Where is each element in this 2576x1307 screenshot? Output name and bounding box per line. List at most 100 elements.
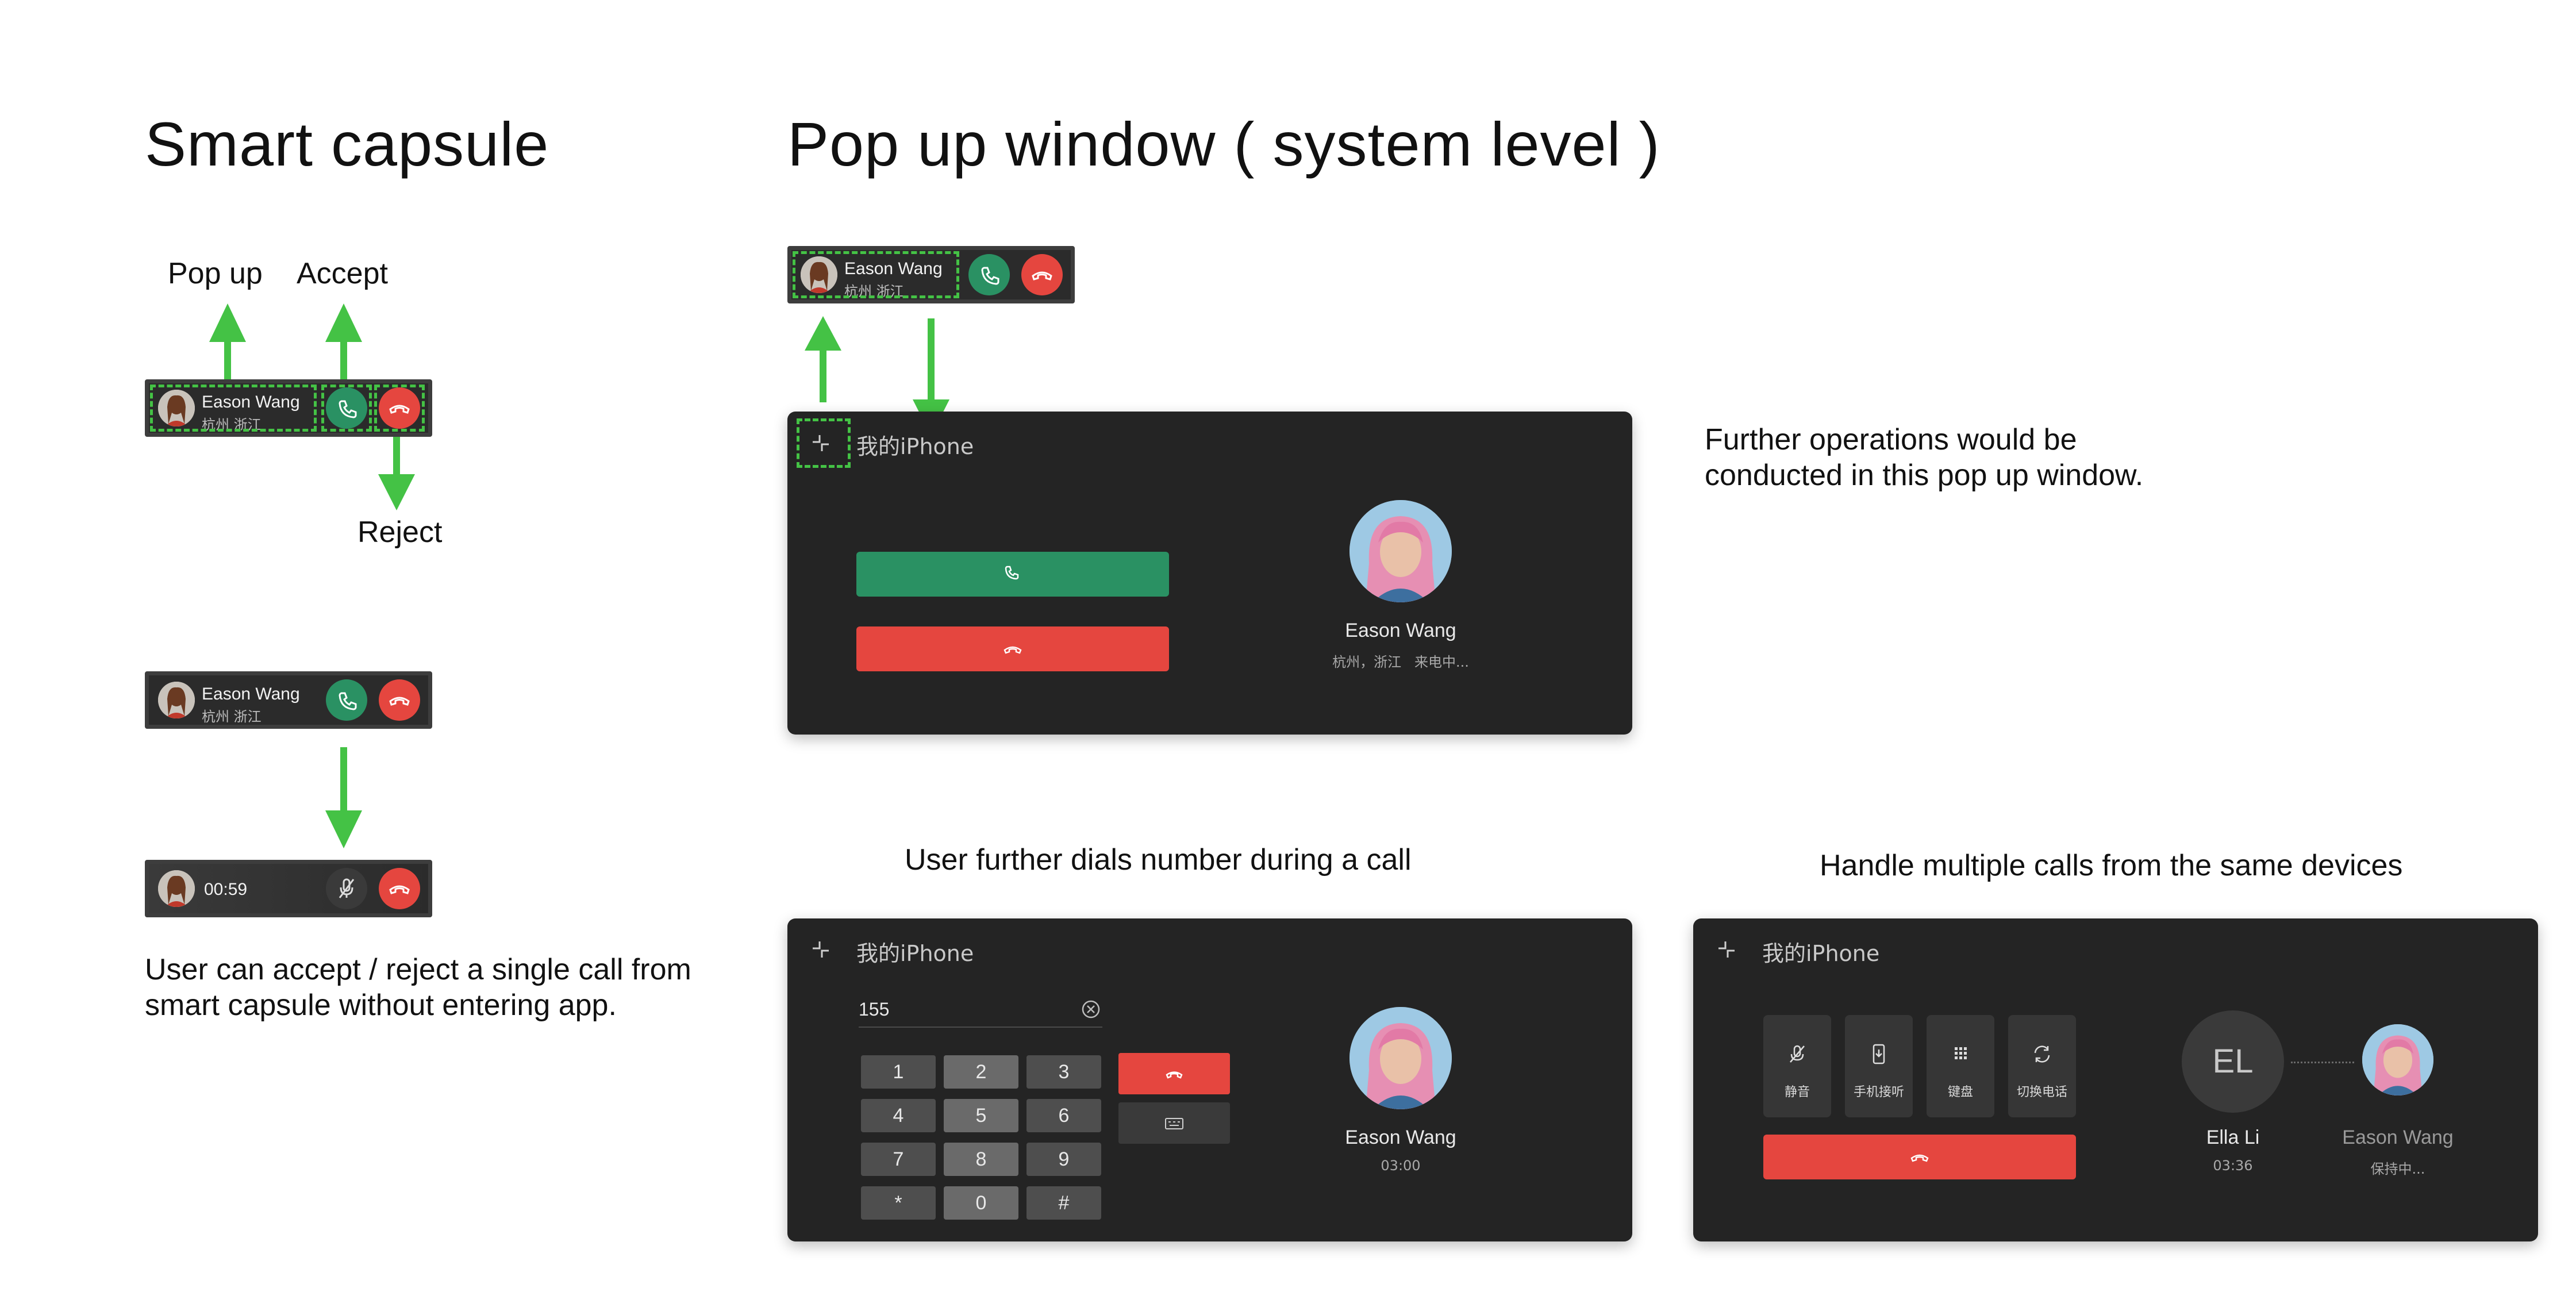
keyboard-toggle-button[interactable] <box>1118 1102 1230 1144</box>
held-caller-avatar <box>2362 1024 2433 1095</box>
dial-key[interactable]: * <box>861 1186 936 1220</box>
hang-up-icon <box>1166 1071 1183 1079</box>
accept-call-button[interactable] <box>968 254 1010 295</box>
smart-capsule-heading: Smart capsule <box>145 109 549 179</box>
dial-key[interactable]: 5 <box>944 1099 1018 1132</box>
keypad-tool-label: 键盘 <box>1947 1085 1973 1100</box>
dials-caption: User further dials number during a call <box>905 843 1412 877</box>
reject-call-button[interactable] <box>1021 254 1063 295</box>
caller-avatar <box>158 870 195 907</box>
caller-location: 杭州，浙江 <box>1332 654 1402 670</box>
answer-on-phone-label: 手机接听 <box>1853 1085 1904 1100</box>
accept-call-bar[interactable] <box>856 552 1169 597</box>
caller-avatar <box>801 256 837 293</box>
caller-name: Eason Wang <box>202 393 300 412</box>
caller-location: 杭州 浙江 <box>202 709 262 725</box>
smart-capsule-incoming-annotated[interactable]: Eason Wang 杭州 浙江 <box>145 379 432 437</box>
window-title: 我的iPhone <box>1762 941 1880 966</box>
reject-call-button[interactable] <box>379 387 420 429</box>
popup-window-incoming[interactable]: 我的iPhone Eason Wang 杭州，浙江 来电中... <box>787 412 1632 735</box>
pop-up-label: Pop up <box>168 257 263 290</box>
minimize-icon[interactable] <box>809 432 832 455</box>
popup-window-dialer[interactable]: 我的iPhone 155 1 2 3 4 5 6 7 8 9 * 0 # Eas… <box>787 918 1632 1241</box>
caller-avatar <box>158 682 195 718</box>
dial-key[interactable]: 8 <box>944 1143 1018 1176</box>
hang-up-icon <box>389 885 410 894</box>
caller-name: Eason Wang <box>202 685 300 704</box>
switch-call-tool[interactable]: 切换电话 <box>2008 1015 2076 1117</box>
popup-hotspot-outline <box>793 251 959 298</box>
annotation-arrows-capsule <box>209 303 415 848</box>
smart-capsule-in-call[interactable]: 00:59 <box>145 860 432 917</box>
popup-hotspot-outline <box>150 385 317 432</box>
active-caller-avatar: EL <box>2182 1010 2284 1113</box>
dial-key[interactable]: 1 <box>861 1055 936 1089</box>
reject-call-button[interactable] <box>379 679 420 721</box>
dial-key[interactable]: 0 <box>944 1186 1018 1220</box>
hang-up-icon <box>1032 271 1052 280</box>
multi-caption: Handle multiple calls from the same devi… <box>1820 849 2403 882</box>
caller-location-status: 杭州，浙江 来电中... <box>1305 651 1497 671</box>
minimize-icon[interactable] <box>1715 938 1738 961</box>
call-status: 来电中... <box>1414 654 1469 670</box>
dial-key[interactable]: 4 <box>861 1099 936 1132</box>
minimize-hotspot-outline <box>797 418 851 468</box>
popup-window-multi-call[interactable]: 我的iPhone 静音 手机接听 键盘 切换电话 EL Ella Li 03:3… <box>1693 918 2538 1241</box>
dial-key[interactable]: 9 <box>1026 1143 1101 1176</box>
accept-call-button[interactable] <box>326 387 367 429</box>
hang-up-bar[interactable] <box>1118 1053 1230 1094</box>
window-title: 我的iPhone <box>856 434 974 459</box>
hang-up-icon <box>389 405 410 414</box>
mute-tool-label: 静音 <box>1784 1085 1810 1100</box>
phone-icon <box>339 692 357 710</box>
further-ops-line1: Further operations would be <box>1705 423 2077 456</box>
window-title: 我的iPhone <box>856 941 974 966</box>
caller-name: Eason Wang <box>1345 1127 1456 1148</box>
reject-hotspot-outline <box>374 385 425 432</box>
hang-up-bar[interactable] <box>1763 1135 2076 1179</box>
keypad-icon <box>1955 1047 1967 1059</box>
further-ops-line2: conducted in this pop up window. <box>1705 459 2144 492</box>
accept-call-button[interactable] <box>326 679 367 721</box>
clear-input-icon[interactable] <box>1079 998 1102 1021</box>
dial-key[interactable]: 2 <box>944 1055 1018 1089</box>
caller-name: Eason Wang <box>844 259 943 278</box>
dial-key[interactable]: 6 <box>1026 1099 1101 1132</box>
smart-capsule-incoming[interactable]: Eason Wang 杭州 浙江 <box>145 671 432 729</box>
further-ops-note: Further operations would be conducted in… <box>1705 422 2143 493</box>
hang-up-icon <box>1910 1154 1929 1162</box>
mic-off-icon <box>1790 1045 1805 1063</box>
phone-icon <box>981 267 999 285</box>
caller-avatar-large <box>1349 1007 1452 1109</box>
active-call-duration: 03:36 <box>2213 1158 2253 1174</box>
answer-on-phone-tool[interactable]: 手机接听 <box>1845 1015 1913 1117</box>
dial-key[interactable]: # <box>1026 1186 1101 1220</box>
keyboard-icon <box>1165 1118 1183 1129</box>
switch-icon <box>2034 1045 2050 1063</box>
capsule-note-line1: User can accept / reject a single call f… <box>145 953 691 986</box>
caller-avatar <box>158 390 195 426</box>
switch-call-label: 切换电话 <box>2016 1085 2067 1100</box>
minimize-icon[interactable] <box>809 938 832 961</box>
keypad-tool[interactable]: 键盘 <box>1927 1015 1994 1117</box>
hang-up-icon <box>1004 646 1022 654</box>
accept-label: Accept <box>297 257 388 290</box>
hang-up-button[interactable] <box>379 868 420 909</box>
mute-button[interactable] <box>326 868 367 909</box>
smart-capsule-incoming-popup-example[interactable]: Eason Wang 杭州 浙江 <box>787 246 1075 303</box>
caller-name: Eason Wang <box>1345 620 1456 641</box>
held-call-status: 保持中... <box>2370 1161 2425 1177</box>
call-duration: 03:00 <box>1381 1158 1421 1174</box>
held-caller-name: Eason Wang <box>2342 1127 2454 1148</box>
phone-icon <box>1005 566 1019 580</box>
active-caller-name: Ella Li <box>2206 1127 2260 1148</box>
phone-icon <box>339 400 357 418</box>
mute-tool[interactable]: 静音 <box>1763 1015 1831 1117</box>
dial-key[interactable]: 3 <box>1026 1055 1101 1089</box>
dial-input-value: 155 <box>859 999 890 1020</box>
dial-key[interactable]: 7 <box>861 1143 936 1176</box>
popup-window-heading: Pop up window ( system level ) <box>787 109 1660 179</box>
caller-avatar-large <box>1349 500 1452 602</box>
reject-call-bar[interactable] <box>856 626 1169 671</box>
dial-input[interactable]: 155 <box>859 994 1102 1028</box>
